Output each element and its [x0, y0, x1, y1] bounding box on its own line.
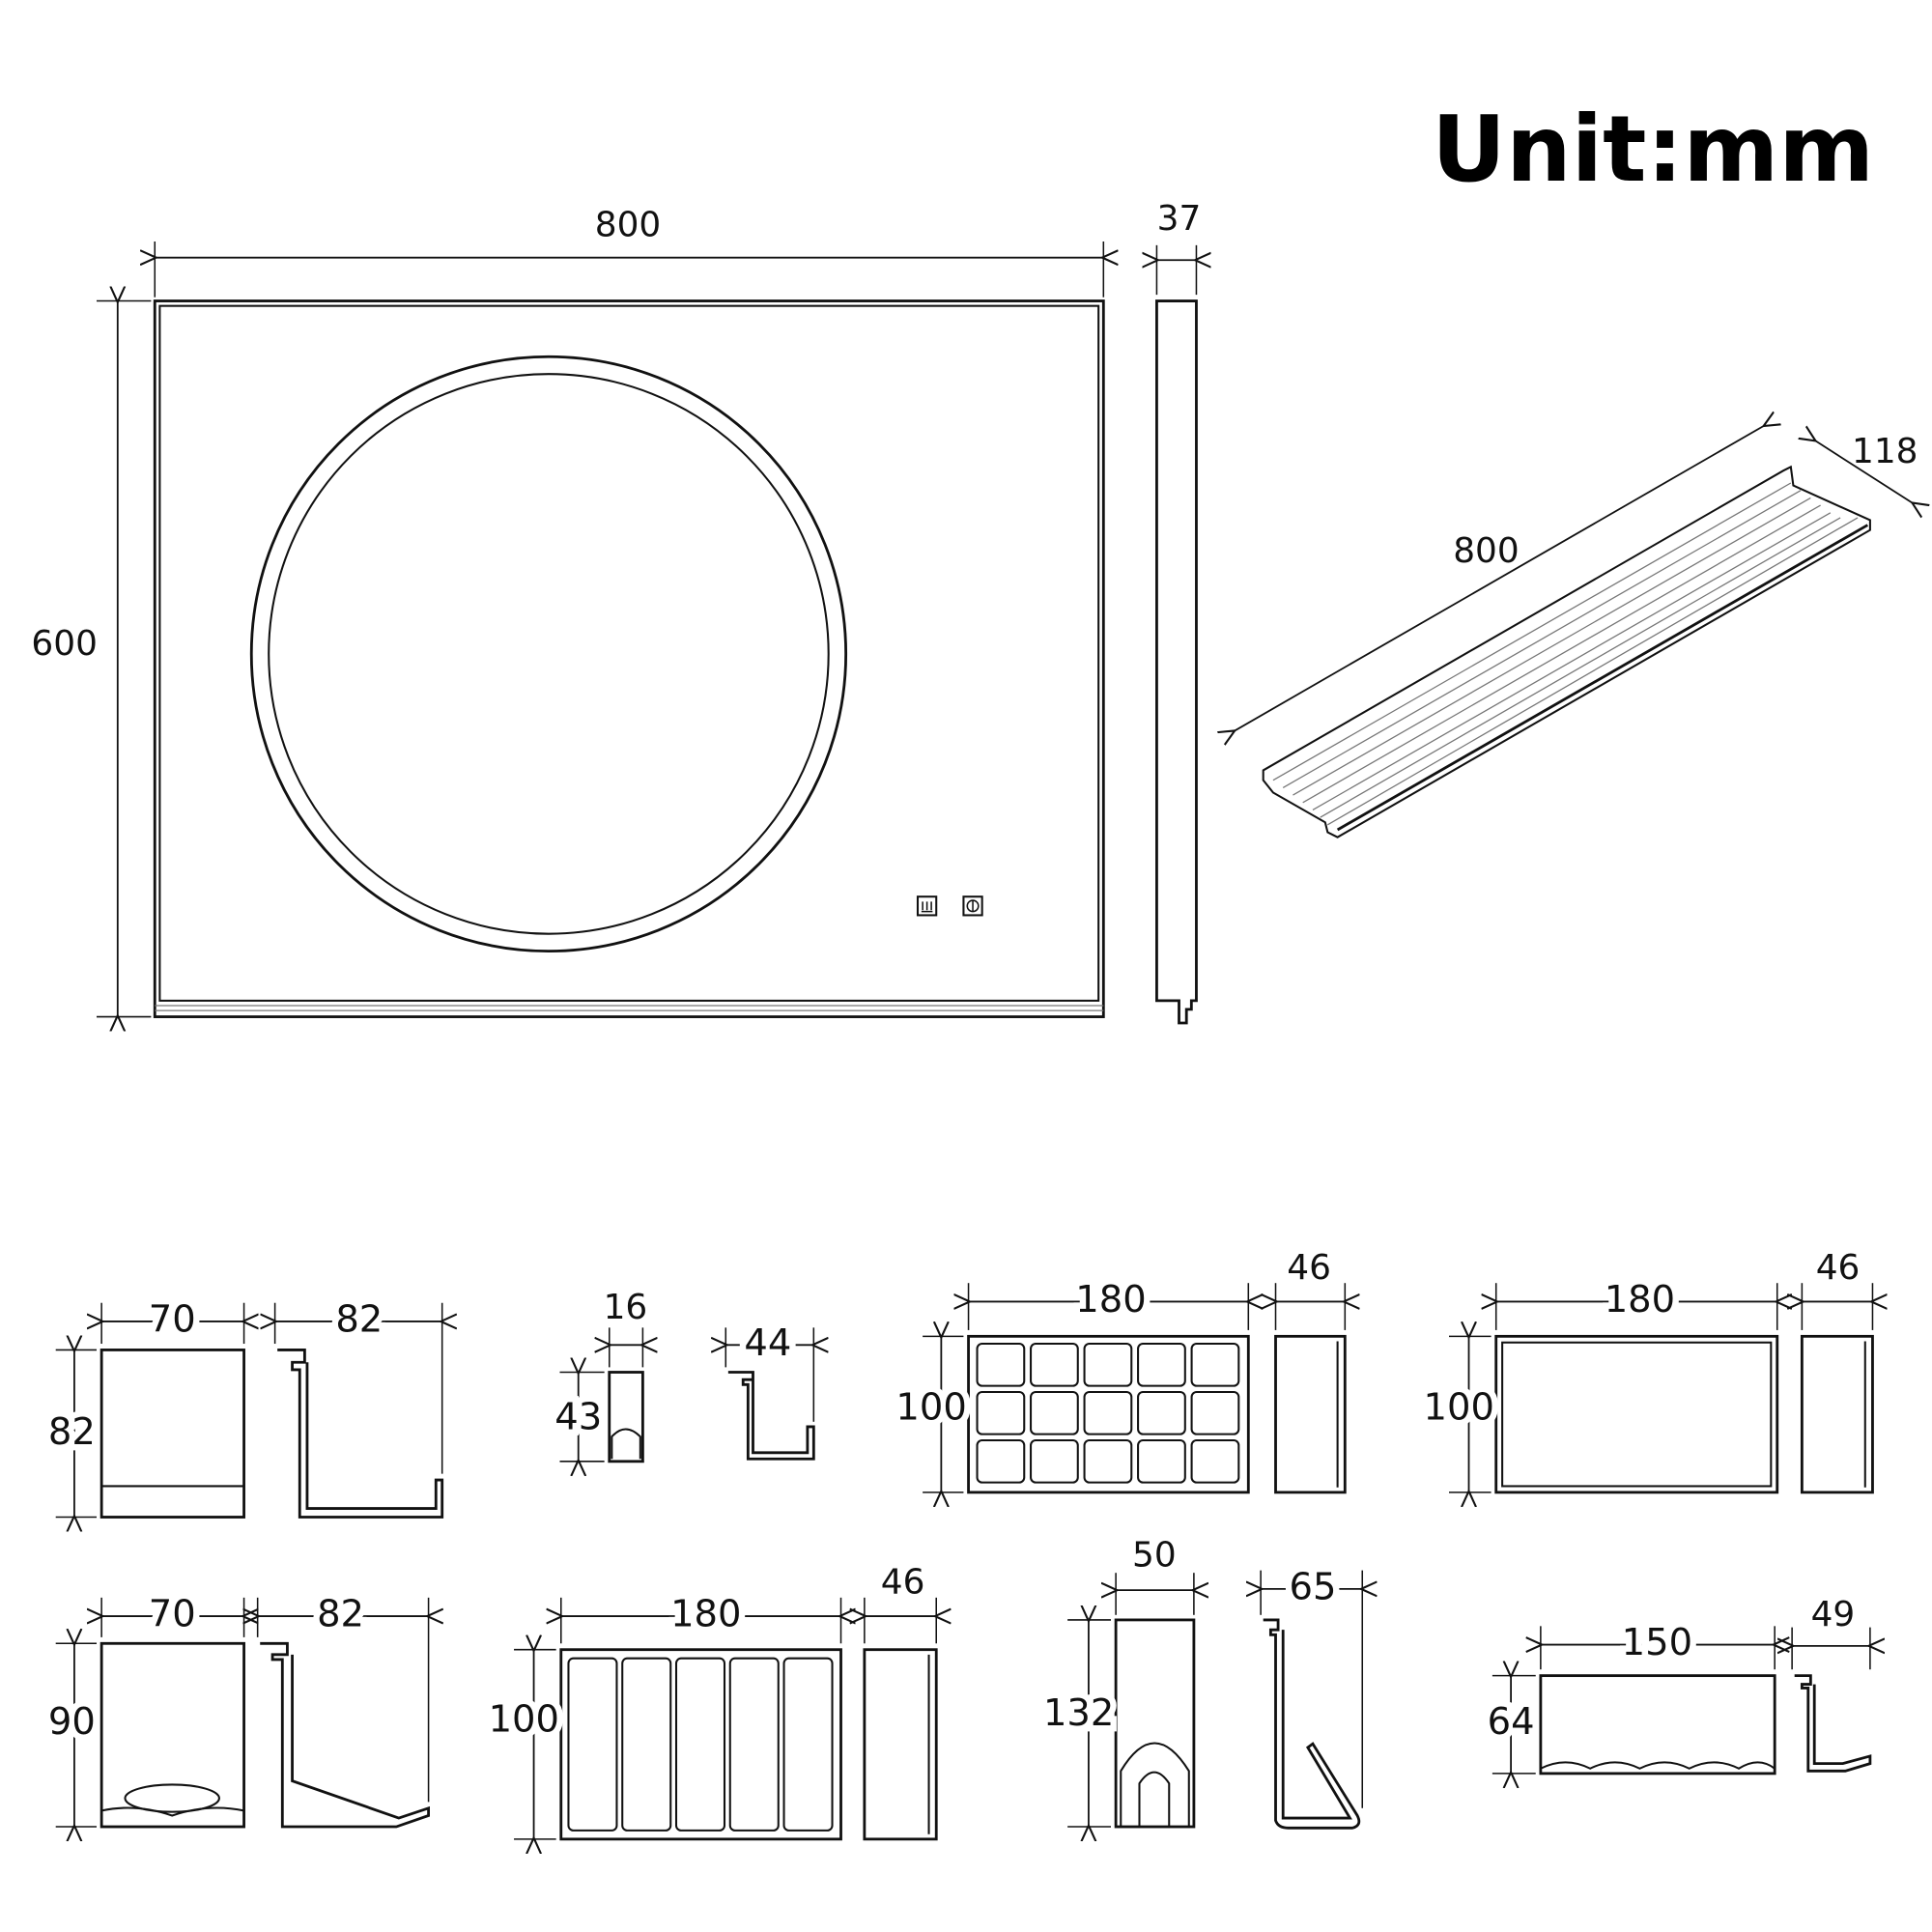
width-label: 70 — [149, 1297, 196, 1341]
depth-label: 82 — [335, 1297, 383, 1341]
width-label: 150 — [1622, 1621, 1692, 1664]
accessory-hair-dryer-holder: 50 132 65 — [1037, 1536, 1362, 1829]
accessory-slot-organizer: 180 100 46 — [482, 1563, 937, 1839]
slot — [728, 1657, 780, 1832]
depth-label: 44 — [744, 1321, 791, 1365]
accessory-tray: 180 100 46 — [1417, 1248, 1873, 1492]
height-label: 100 — [489, 1698, 559, 1742]
grid-cell — [1030, 1439, 1079, 1484]
width-label: 16 — [604, 1288, 648, 1327]
shelf-depth-label: 118 — [1852, 432, 1918, 471]
grid-cell — [976, 1439, 1026, 1484]
width-label: 180 — [1605, 1278, 1675, 1321]
width-label: 70 — [149, 1593, 196, 1636]
grid-cell — [1137, 1391, 1186, 1435]
mirror-depth-label: 37 — [1157, 199, 1202, 239]
grid-cell — [1137, 1439, 1186, 1484]
grid-cell — [1083, 1391, 1133, 1435]
grid-cell — [1030, 1343, 1079, 1387]
accessory-soap-holder: 70 90 82 — [42, 1586, 429, 1827]
depth-label: 65 — [1290, 1565, 1337, 1608]
slot — [621, 1657, 672, 1832]
accessory-hook: 16 43 44 — [549, 1288, 813, 1462]
grid-cell — [976, 1391, 1026, 1435]
width-label: 50 — [1132, 1536, 1177, 1576]
slot — [674, 1657, 726, 1832]
unit-label: Unit:mm — [1432, 97, 1874, 203]
depth-label: 46 — [881, 1563, 925, 1603]
power-icon — [962, 895, 983, 917]
slot — [782, 1657, 834, 1832]
grid-cell — [1190, 1439, 1240, 1484]
grid-cell — [1190, 1391, 1240, 1435]
height-label: 132 — [1043, 1691, 1114, 1735]
accessory-toothbrush-holder: 150 64 49 — [1481, 1595, 1870, 1774]
accessory-grid-organizer: 180 100 46 — [890, 1248, 1345, 1492]
depth-label: 82 — [317, 1593, 364, 1636]
grid-cell — [1030, 1391, 1079, 1435]
defog-icon — [916, 895, 938, 917]
mirror-width-label: 800 — [595, 206, 661, 245]
height-label: 43 — [554, 1396, 602, 1439]
height-label: 100 — [895, 1385, 966, 1429]
height-label: 64 — [1488, 1700, 1535, 1744]
width-label: 180 — [1075, 1278, 1146, 1321]
shelf-length-label: 800 — [1453, 531, 1519, 571]
accessory-cup-holder: 70 82 82 — [42, 1292, 442, 1517]
mirror-height-label: 600 — [31, 624, 97, 664]
shelf-isometric-view: 800 118 — [1235, 426, 1918, 838]
mirror-side-view: 37 — [1156, 199, 1202, 1025]
height-label: 100 — [1424, 1385, 1494, 1429]
grid-cell — [1137, 1343, 1186, 1387]
depth-label: 46 — [1287, 1248, 1331, 1288]
grid-cell — [1083, 1439, 1133, 1484]
width-label: 180 — [670, 1593, 741, 1636]
height-label: 90 — [48, 1700, 96, 1744]
mirror-front-view: 800 600 — [31, 206, 1103, 1017]
grid-cell — [976, 1343, 1026, 1387]
slot — [567, 1657, 618, 1832]
depth-label: 46 — [1816, 1248, 1861, 1288]
depth-label: 49 — [1811, 1595, 1856, 1634]
height-label: 82 — [48, 1410, 96, 1454]
grid-cell — [1083, 1343, 1133, 1387]
grid-cell — [1190, 1343, 1240, 1387]
